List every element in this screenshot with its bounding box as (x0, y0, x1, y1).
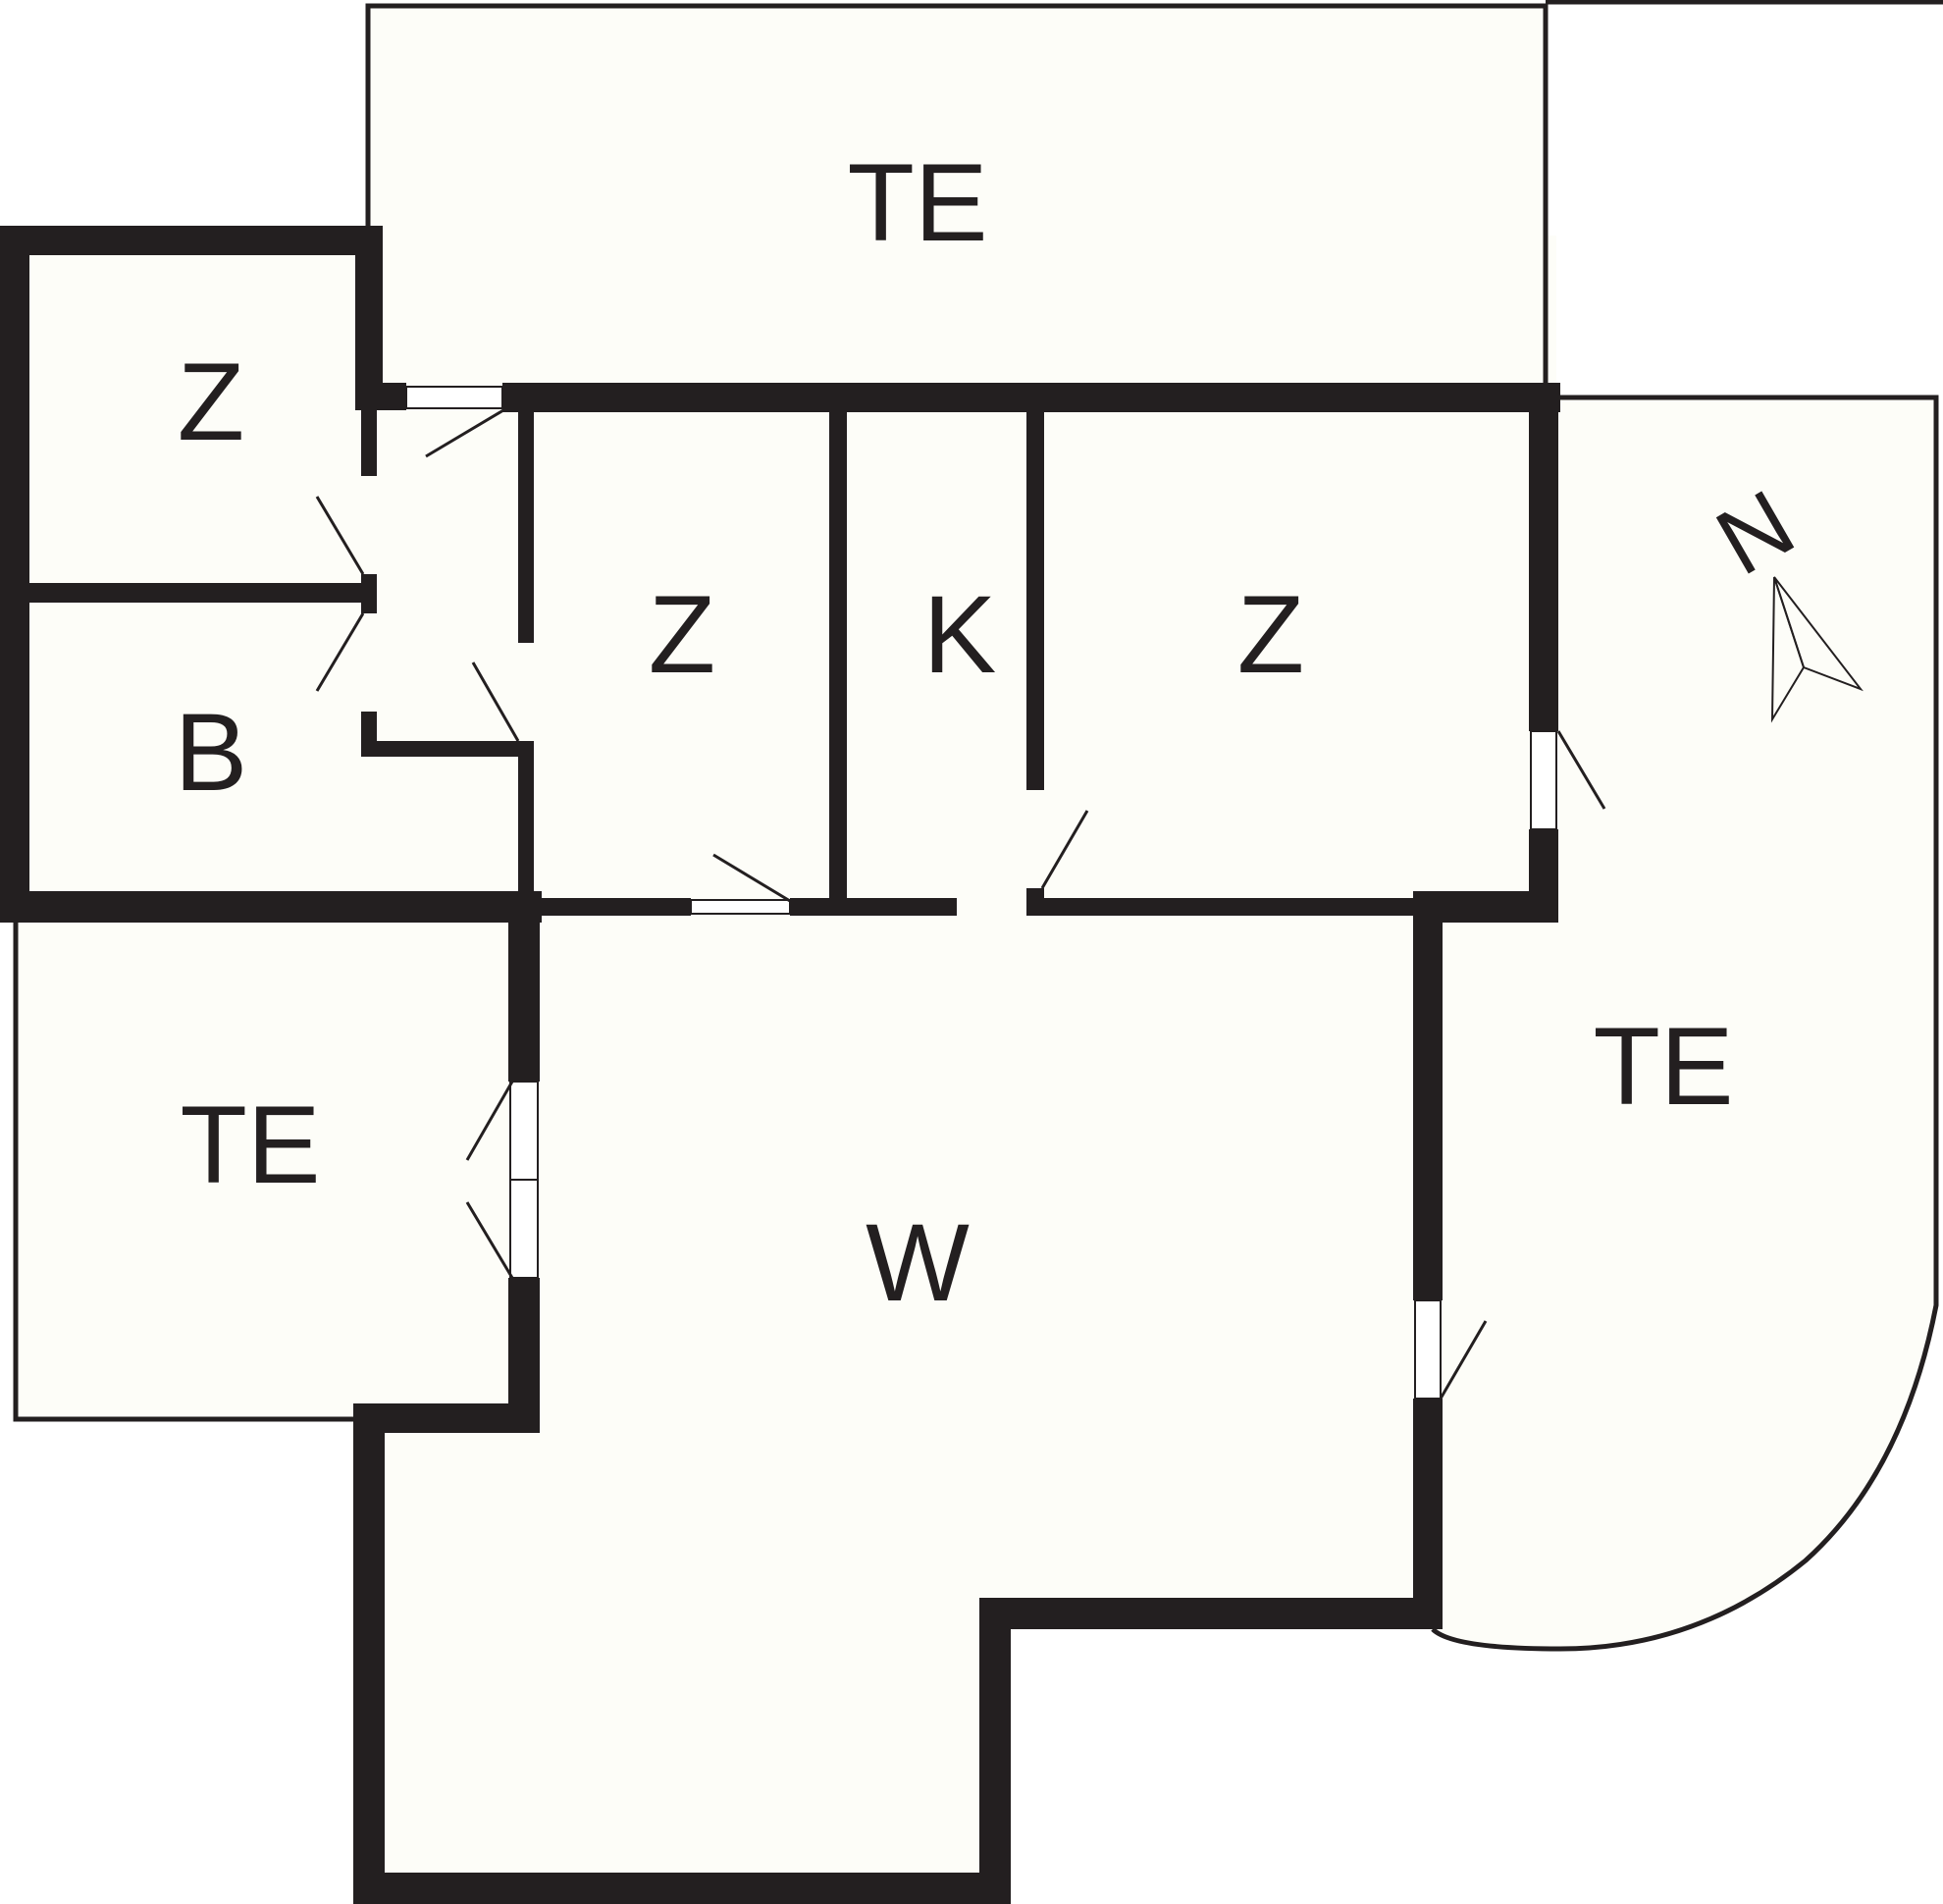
window-right-upper (1530, 730, 1557, 830)
door-swing-b-lower (315, 612, 365, 692)
door-swing-living-left-upper (465, 1081, 514, 1161)
wall-living-left-upper (508, 913, 540, 1082)
door-swing-bedroom (712, 853, 791, 903)
door-swing-right (1556, 730, 1606, 810)
label-terrace-top: TE (847, 141, 987, 264)
wall-hallway-left-a (361, 402, 377, 476)
label-bathroom: B (175, 691, 248, 814)
wall-bottom-left (0, 891, 542, 923)
window-living-right (1414, 1299, 1442, 1400)
label-kitchen: K (923, 573, 997, 696)
door-swing-top (425, 408, 504, 458)
wall-living-left-outer (353, 1403, 385, 1904)
window-living-left-upper (509, 1081, 539, 1181)
wall-bedroom-kitchen (829, 402, 847, 903)
window-living-left-lower (509, 1179, 539, 1279)
terrace-outlines (13, 0, 1943, 1652)
wall-hallway-right-lower (518, 741, 534, 903)
wall-right-upper (1529, 383, 1558, 731)
terrace-right-floor (1433, 397, 1936, 1649)
walls (0, 226, 1560, 1904)
label-bedroom-top-left: Z (178, 341, 244, 463)
door-swing-living-right (1439, 1320, 1488, 1400)
wall-hallway-bottom (361, 741, 534, 757)
wall-left-outer (0, 226, 29, 923)
wall-living-bottom (353, 1873, 1011, 1904)
wall-z-b-divider (20, 583, 375, 603)
north-arrow-icon (1770, 576, 1864, 723)
interior-floor (12, 236, 1556, 923)
terrace-right-outline (1431, 395, 1939, 1652)
door-swings (315, 408, 1606, 1400)
window-bedroom-bottom (690, 899, 791, 915)
label-bedroom-center-left: Z (649, 573, 715, 696)
label-terrace-right: TE (1593, 1005, 1733, 1128)
label-living: W (866, 1201, 970, 1324)
wall-bedroom-bottom-a (534, 898, 691, 916)
door-swing-kitchen-bedroom (1040, 810, 1089, 889)
wall-bedroom-top-left-right-upper (355, 226, 383, 393)
door-swing-living-left-lower (465, 1201, 514, 1279)
wall-living-right-upper (1413, 913, 1443, 1300)
wall-bedroom-bottom-c (1026, 898, 1429, 916)
wall-living-notch-vertical (979, 1598, 1011, 1904)
wall-bedroom-bottom-b (790, 898, 957, 916)
wall-living-right-lower (1413, 1399, 1443, 1629)
living-floor (371, 913, 1428, 1884)
door-swing-z-upper (315, 496, 365, 575)
label-terrace-left: TE (180, 1084, 320, 1206)
terrace-top-outline (365, 3, 1549, 388)
wall-kitchen-bedroom (1026, 402, 1044, 790)
terrace-left-outline (13, 921, 368, 1422)
wall-living-notch-top (979, 1598, 1441, 1629)
wall-top-left (0, 226, 383, 255)
label-bedroom-center-right: Z (1237, 573, 1304, 696)
door-swing-hallway (471, 661, 520, 742)
window-top (405, 386, 503, 409)
terrace-left-floor (14, 921, 512, 1419)
openings (405, 386, 1557, 1400)
wall-hallway-right-upper (518, 402, 534, 643)
floor-areas (12, 6, 1936, 1884)
room-labels: TE Z B Z K Z TE TE W (175, 141, 1734, 1324)
